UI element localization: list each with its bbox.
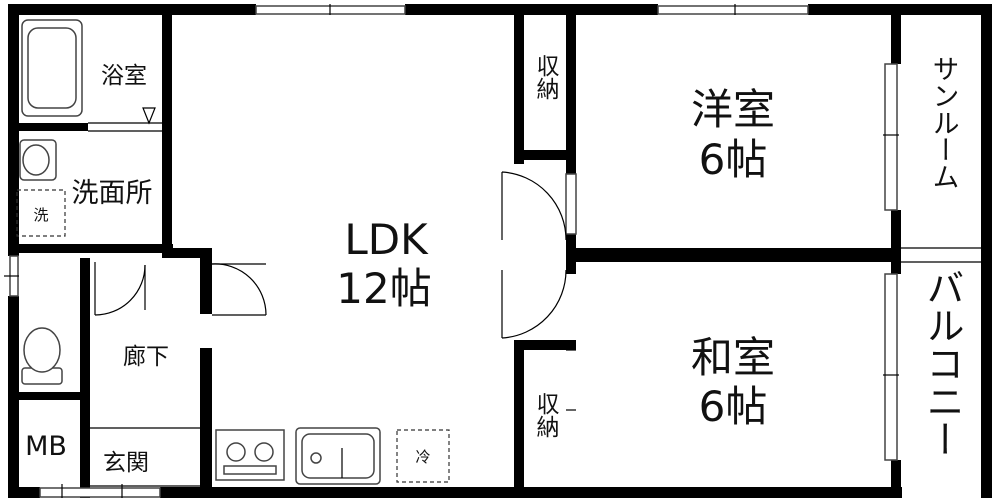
bathtub-icon (21, 19, 83, 117)
ldk-size: 12帖 (336, 264, 431, 313)
western-room-label: 洋室 (691, 85, 775, 134)
washer-area (16, 189, 66, 237)
storage-top-label: 収納 (532, 54, 560, 100)
mb-label: MB (25, 431, 67, 462)
washroom-label: 洗面所 (72, 178, 153, 209)
balcony-label: バルコニー (920, 268, 964, 458)
entrance-label: 玄関 (103, 450, 149, 476)
japanese-room-size: 6帖 (699, 382, 768, 431)
window-icon (4, 4, 899, 498)
partitions (88, 122, 981, 487)
toilet-icon (21, 327, 63, 385)
japanese-room-label: 和室 (691, 333, 775, 382)
washer-symbol: 洗 (33, 206, 48, 224)
fridge-symbol: 冷 (415, 448, 430, 466)
bath-label: 浴室 (101, 63, 147, 89)
walls (8, 4, 992, 498)
ldk-label: LDK (344, 215, 429, 264)
door-swing-icon (94, 107, 567, 339)
fridge-area (396, 429, 450, 483)
storage-bottom-label: 収納 (532, 392, 560, 438)
hallway-label: 廊下 (123, 344, 169, 370)
sink-icon (295, 427, 381, 485)
washbasin-icon (19, 139, 57, 181)
sunroom-label: サンルーム (928, 55, 959, 190)
stove-icon (215, 429, 285, 481)
western-room-size: 6帖 (699, 135, 768, 184)
